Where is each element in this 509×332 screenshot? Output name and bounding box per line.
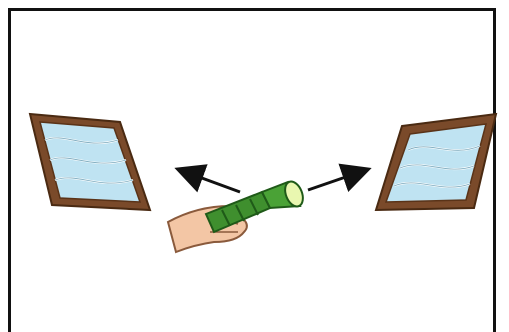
right-window-icon — [376, 114, 496, 210]
arrow-left-icon — [180, 170, 240, 192]
left-window-icon — [30, 114, 150, 210]
arrow-right-icon — [308, 170, 366, 190]
